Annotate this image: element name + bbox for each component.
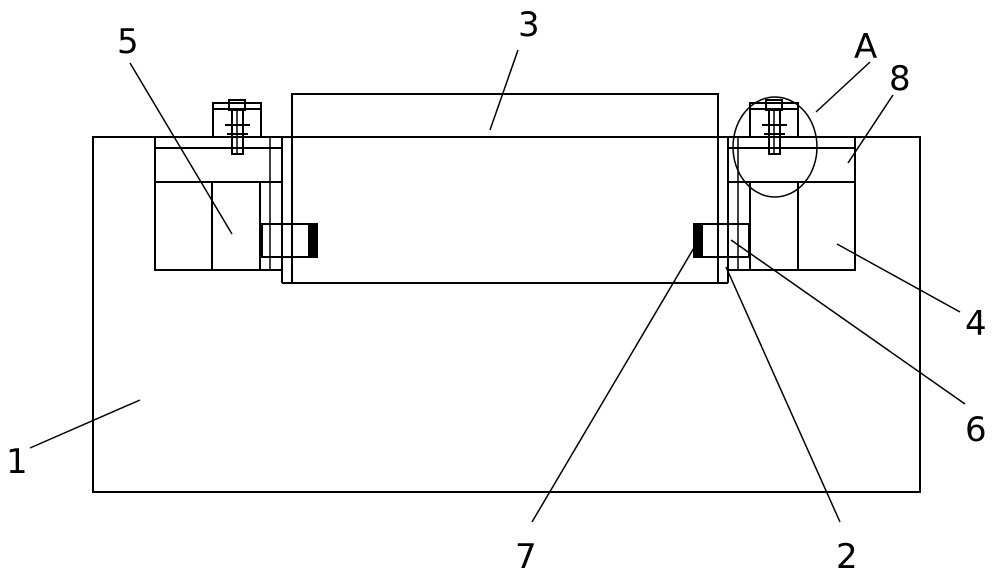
left-slider-block: [261, 223, 318, 258]
label-6: 6: [965, 410, 987, 450]
right-slider-block: [693, 223, 750, 258]
right-side-plate: [718, 137, 729, 284]
label-7: 7: [515, 537, 537, 577]
right-housing: [727, 136, 856, 271]
center-drum: [291, 93, 719, 284]
label-1: 1: [6, 442, 28, 482]
base-body: [92, 136, 921, 493]
label-5: 5: [117, 22, 139, 62]
left-clamp-fixture: [212, 99, 262, 155]
right-clamp-fixture: [749, 99, 799, 155]
left-side-plate: [281, 137, 292, 284]
label-8: 8: [889, 59, 911, 99]
label-2: 2: [836, 537, 858, 577]
detail-circle-a: [732, 96, 818, 198]
leader-lines: [29, 49, 966, 523]
label-a: A: [854, 27, 877, 67]
label-4: 4: [965, 304, 987, 344]
label-3: 3: [518, 5, 540, 45]
